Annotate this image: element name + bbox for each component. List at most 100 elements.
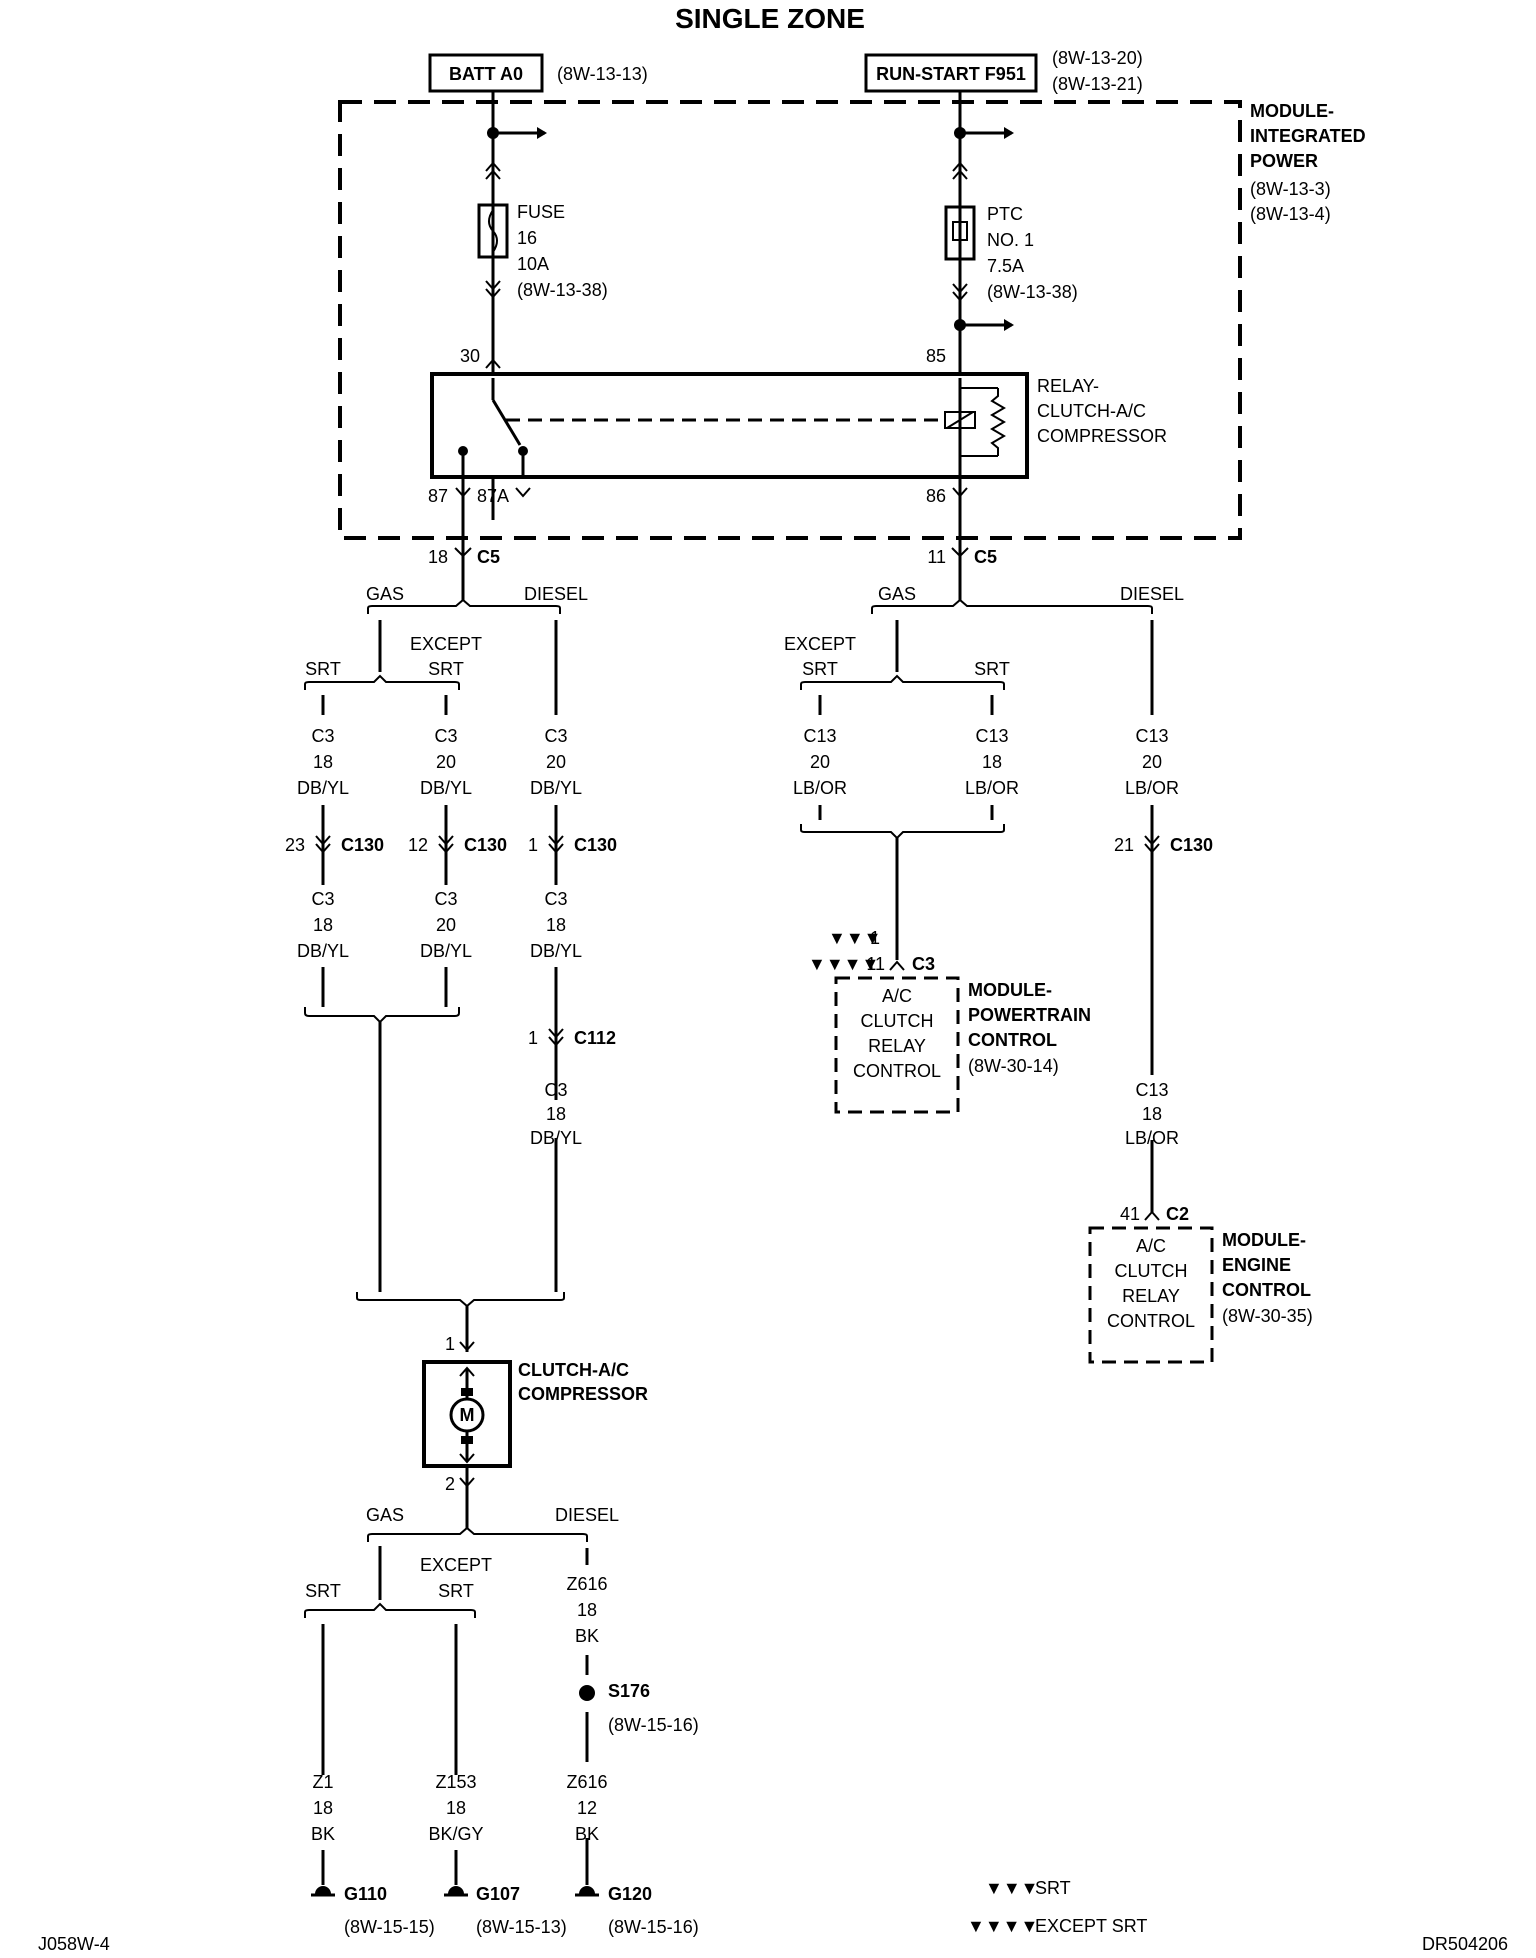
fuse-label-1: FUSE	[517, 202, 565, 222]
ground-icon	[315, 1886, 331, 1894]
pcm-name-2: POWERTRAIN	[968, 1005, 1091, 1025]
pcm-inner-4: CONTROL	[853, 1061, 941, 1081]
g120-ref: (8W-15-16)	[608, 1917, 699, 1937]
pin-87: 87	[428, 486, 448, 506]
gnd-except-label: EXCEPT	[420, 1555, 492, 1575]
ecm-ref: (8W-30-35)	[1222, 1306, 1313, 1326]
ecm-inner-1: A/C	[1136, 1236, 1166, 1256]
pcm-conn: C3	[912, 954, 935, 974]
ptc-label-2: NO. 1	[987, 230, 1034, 250]
right-gas-label: GAS	[878, 584, 916, 604]
c5-right-pin: 11	[927, 547, 946, 567]
pin-86: 86	[926, 486, 946, 506]
w-dsl-mid-3: DB/YL	[530, 941, 582, 961]
ecm-inner-2: CLUTCH	[1114, 1261, 1187, 1281]
gnd-gas-label: GAS	[366, 1505, 404, 1525]
legend: ▼▼▼ SRT ▼▼▼▼ EXCEPT SRT	[967, 1878, 1147, 1936]
gnd-except-srt-label: SRT	[438, 1581, 474, 1601]
g107-ref: (8W-15-13)	[476, 1917, 567, 1937]
footer-left: J058W-4	[38, 1934, 110, 1954]
motor-icon	[449, 1397, 485, 1433]
ecm-inner-4: CONTROL	[1107, 1311, 1195, 1331]
ground-wire-labels: Z616 18 BK S176 (8W-15-16) Z1 18 BK Z153…	[311, 1574, 699, 1844]
wr-dsl-bot-3: LB/OR	[1125, 1128, 1179, 1148]
pin-87a: 87A	[477, 486, 509, 506]
splice-ref: (8W-15-16)	[608, 1715, 699, 1735]
pcm-pin-except: 11	[866, 954, 885, 974]
pcm-module: A/C CLUTCH RELAY CONTROL MODULE- POWERTR…	[834, 976, 1091, 1114]
w-exc-bot-3: DB/YL	[420, 941, 472, 961]
run-start-ref2: (8W-13-21)	[1052, 74, 1143, 94]
fuse-label-4: (8W-13-38)	[517, 280, 608, 300]
left-branch-lower	[304, 967, 565, 1352]
left-diesel-label: DIESEL	[524, 584, 588, 604]
pcm-name-1: MODULE-	[968, 980, 1052, 1000]
ground-g120: G120 (8W-15-16)	[575, 1884, 699, 1937]
w-srt-top-2: 18	[313, 752, 333, 772]
wr-dsl-top-1: C13	[1135, 726, 1168, 746]
w-exc-top-2: 20	[436, 752, 456, 772]
left-gas-label: GAS	[366, 584, 404, 604]
ipm-name-2: INTEGRATED	[1250, 126, 1366, 146]
wr-srt-2: 18	[982, 752, 1002, 772]
c130-right-name: C130	[1170, 835, 1213, 855]
c112-name: C112	[574, 1028, 616, 1048]
c130-dsl-pin: 1	[528, 835, 538, 855]
splice-s176	[579, 1685, 595, 1701]
g120-name: G120	[608, 1884, 652, 1904]
ground-g110: G110 (8W-15-15)	[311, 1884, 435, 1937]
right-except-srt-label: SRT	[802, 659, 838, 679]
gw-srt-3: BK	[311, 1824, 335, 1844]
right-srt-label: SRT	[974, 659, 1010, 679]
w-dsl-mid-2: 18	[546, 915, 566, 935]
wr-exc-3: LB/OR	[793, 778, 847, 798]
w-dsl-bot-1: C3	[544, 1080, 567, 1100]
c130-left: 23 C130 12 C130 1 C130	[285, 805, 617, 885]
c130-exc-pin: 12	[408, 835, 428, 855]
wr-exc-1: C13	[803, 726, 836, 746]
ecm-connector: 41 C2	[1120, 1204, 1189, 1224]
pcm-ref: (8W-30-14)	[968, 1056, 1059, 1076]
left-branch-upper	[304, 598, 561, 715]
gw-srt-2: 18	[313, 1798, 333, 1818]
w-dsl-top-3: DB/YL	[530, 778, 582, 798]
ecm-conn: C2	[1166, 1204, 1189, 1224]
w-dsl-top-1: C3	[544, 726, 567, 746]
left-wire-labels-top: C3 18 DB/YL C3 20 DB/YL C3 20 DB/YL	[297, 726, 582, 798]
gw-exc-1: Z153	[435, 1772, 476, 1792]
left-except-label: EXCEPT	[410, 634, 482, 654]
wr-exc-2: 20	[810, 752, 830, 772]
gw-dsl-top-3: BK	[575, 1626, 599, 1646]
gw-dsl-top-2: 18	[577, 1600, 597, 1620]
left-wire-labels-bottom: C3 18 DB/YL C3 20 DB/YL C3 18 DB/YL	[297, 889, 582, 961]
g110-ref: (8W-15-15)	[344, 1917, 435, 1937]
clutch-name-1: CLUTCH-A/C	[518, 1360, 629, 1380]
ground-icon	[448, 1886, 464, 1894]
left-except-srt-label: SRT	[428, 659, 464, 679]
ground-g107: G107 (8W-15-13)	[444, 1884, 567, 1937]
c130-right-pin: 21	[1114, 835, 1134, 855]
g107-name: G107	[476, 1884, 520, 1904]
ipm-label: MODULE- INTEGRATED POWER (8W-13-3) (8W-1…	[1250, 101, 1366, 224]
clutch-compressor: 1 M 2	[422, 1334, 512, 1494]
ptc-label-3: 7.5A	[987, 256, 1024, 276]
c5-right: 11 C5	[927, 477, 997, 600]
ipm-boundary	[338, 100, 1242, 540]
w-exc-bot-2: 20	[436, 915, 456, 935]
wr-srt-3: LB/OR	[965, 778, 1019, 798]
w-exc-top-3: DB/YL	[420, 778, 472, 798]
ecm-name-2: ENGINE	[1222, 1255, 1291, 1275]
clutch-name-2: COMPRESSOR	[518, 1384, 648, 1404]
ecm-name-3: CONTROL	[1222, 1280, 1311, 1300]
pcm-inner-1: A/C	[882, 986, 912, 1006]
c130-dsl-name: C130	[574, 835, 617, 855]
ipm-ref-1: (8W-13-3)	[1250, 179, 1331, 199]
legend-except-srt: EXCEPT SRT	[1035, 1916, 1147, 1936]
wr-srt-1: C13	[975, 726, 1008, 746]
wr-dsl-top-3: LB/OR	[1125, 778, 1179, 798]
w-exc-top-1: C3	[434, 726, 457, 746]
relay-name-1: RELAY-	[1037, 376, 1099, 396]
footer-right: DR504206	[1422, 1934, 1508, 1954]
pin-30: 30	[460, 346, 480, 366]
splice-name: S176	[608, 1681, 650, 1701]
